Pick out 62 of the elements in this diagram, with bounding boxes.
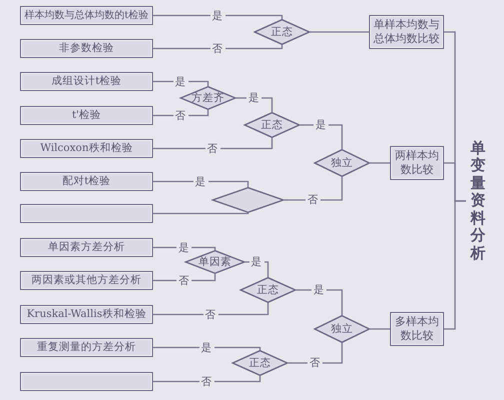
result-box (20, 204, 153, 223)
connector-line (288, 343, 343, 364)
connector-line (153, 346, 261, 350)
process-box: 单样本均数与总体均数比较 (369, 15, 444, 49)
connector-line (245, 261, 269, 277)
connector-line (444, 200, 466, 330)
connector-line (370, 162, 390, 164)
result-box: t'检验 (20, 106, 153, 125)
connector-line (284, 177, 343, 201)
decision-diamond: 方差齐 (180, 86, 236, 110)
decision-diamond (212, 187, 284, 213)
result-box: 成组设计t检验 (20, 72, 153, 91)
result-box: 重复测量的方差分析 (20, 338, 153, 357)
connector-line (310, 31, 369, 33)
edge-label: 是 (246, 92, 262, 104)
edge-label: 是 (199, 342, 214, 353)
decision-diamond: 正态 (232, 350, 288, 376)
decision-diamond: 单因素 (185, 250, 245, 274)
edge-label: 否 (203, 309, 218, 320)
connector-line (153, 376, 261, 382)
edge-label: 否 (210, 43, 225, 54)
edge-label: 是 (249, 256, 264, 268)
connector-line (153, 212, 249, 214)
decision-diamond: 独立 (314, 149, 370, 177)
edge-label: 是 (173, 76, 188, 87)
connector-line (153, 180, 249, 187)
result-box: Wilcoxon秩和检验 (20, 139, 153, 158)
connector-line (370, 328, 390, 330)
connector-line (153, 274, 216, 282)
result-box: Kruskal-Wallis秩和检验 (20, 305, 153, 324)
decision-diamond: 独立 (314, 315, 370, 343)
result-box: 配对t检验 (20, 172, 153, 191)
process-box: 多样本均数比较 (390, 312, 444, 346)
edge-label: 是 (193, 176, 208, 187)
decision-diamond: 正态 (240, 277, 296, 303)
edge-label: 否 (173, 110, 188, 121)
result-box: 单因素方差分析 (20, 238, 153, 257)
edge-label: 否 (176, 275, 192, 286)
edge-label: 是 (314, 120, 328, 130)
root-label: 单变量资料分析 (466, 138, 490, 264)
edge-label: 否 (308, 358, 322, 368)
edge-label: 否 (306, 194, 320, 206)
edge-label: 否 (205, 143, 220, 154)
decision-diamond: 正态 (244, 112, 300, 138)
connector-line (153, 138, 273, 150)
result-box: 两因素或其他方差分析 (20, 271, 153, 290)
process-box: 两样本均数比较 (390, 146, 444, 180)
connector-line (153, 110, 209, 116)
connector-line (300, 124, 343, 149)
result-box: 非参数检验 (20, 39, 153, 58)
result-box: 样本均数与总体均数的t检验 (20, 6, 153, 25)
connector-line (153, 303, 269, 316)
edge-label: 是 (312, 284, 326, 296)
edge-label: 是 (210, 10, 225, 21)
connector-line (236, 97, 273, 112)
connector-line (153, 45, 283, 50)
edge-label: 否 (199, 376, 214, 387)
decision-diamond: 正态 (254, 19, 310, 45)
result-box (20, 372, 153, 391)
edge-label: 是 (176, 242, 192, 253)
connector-line (153, 14, 283, 19)
connector-line (296, 289, 343, 315)
